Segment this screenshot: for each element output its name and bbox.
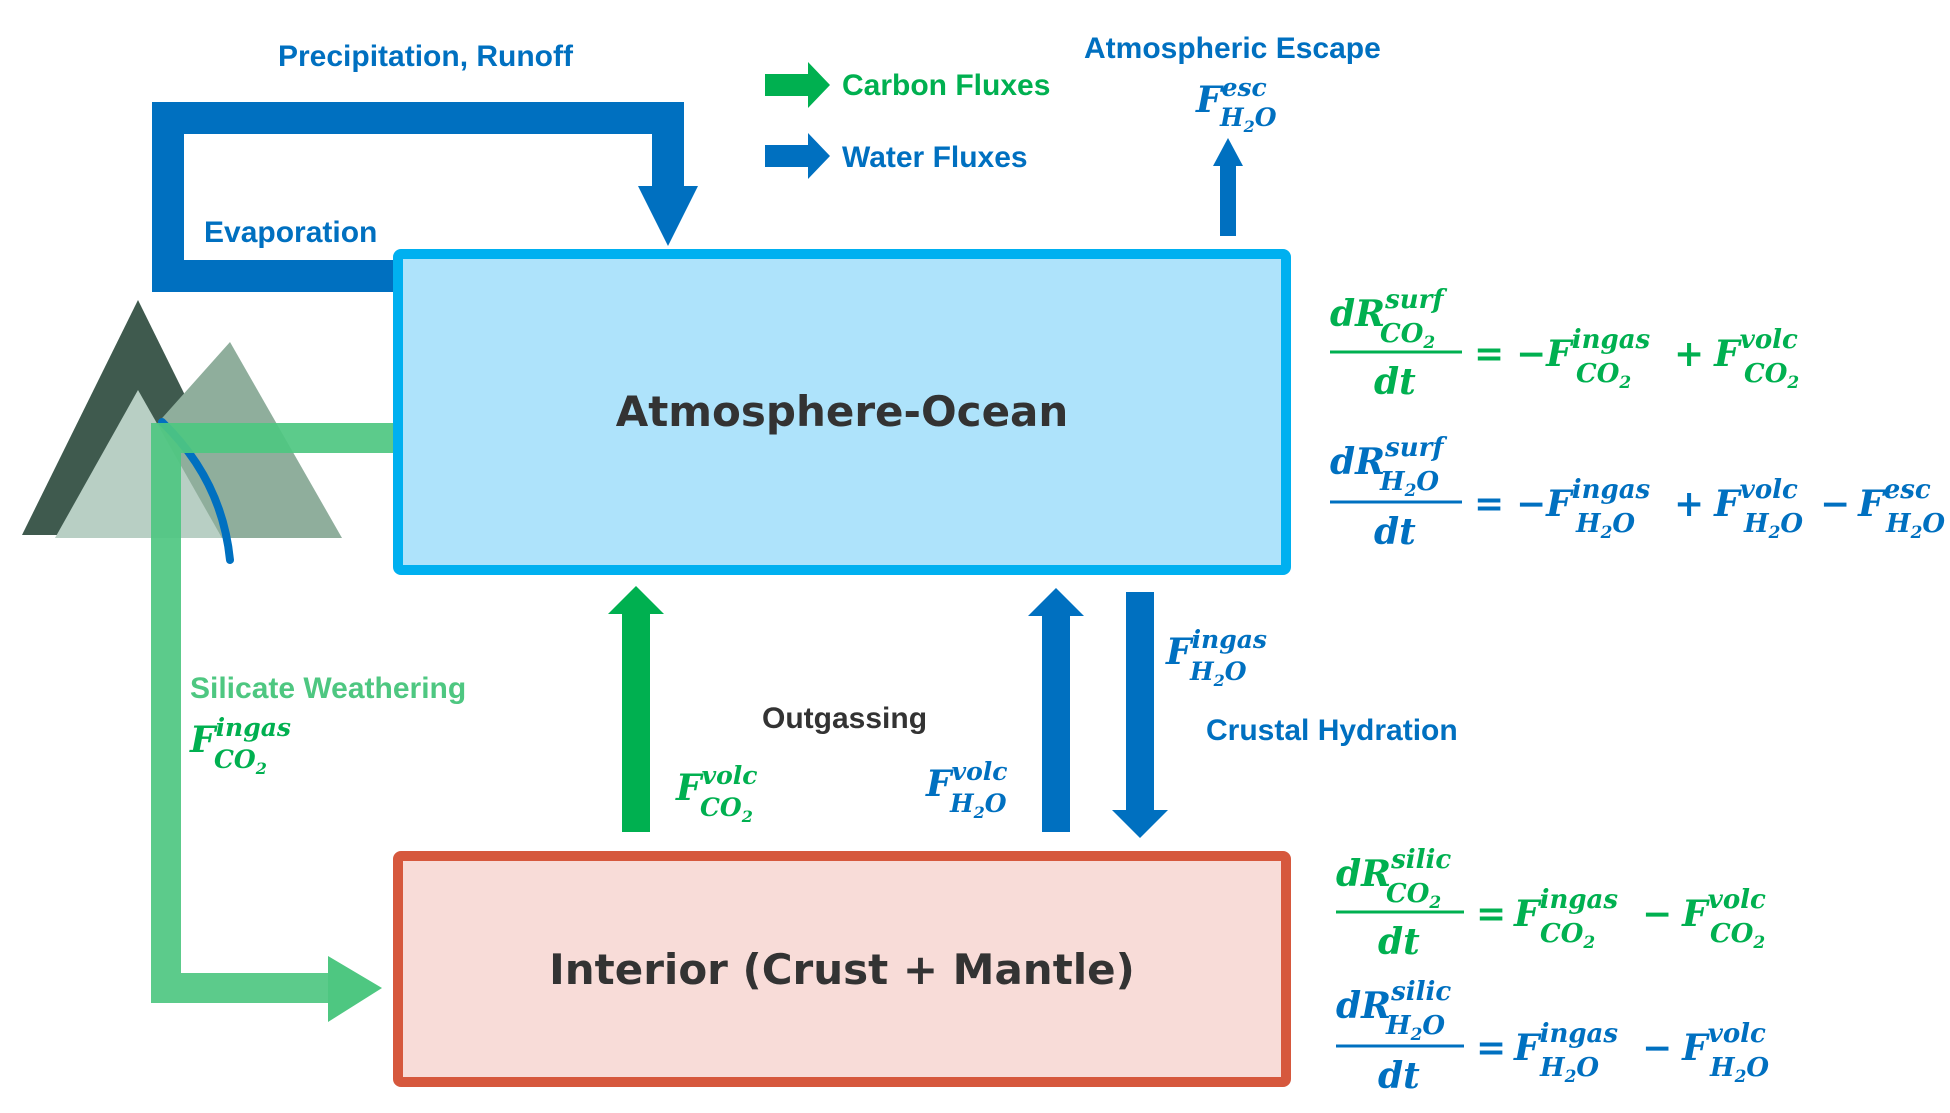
svg-text:dt: dt [1374,361,1416,403]
svg-text:dt: dt [1378,1055,1420,1097]
evaporation-label: Evaporation [204,216,377,249]
escape-arrow-shaft [1220,160,1236,236]
co2-outgassing-arrow-shaft [622,610,650,832]
interior-box [393,851,1291,1087]
silicate-weathering-label: Silicate Weathering [190,672,466,705]
svg-text:dt: dt [1374,511,1416,553]
h2o-outgassing-arrowhead [1028,588,1084,616]
h2o-outgassing-arrow-shaft [1042,612,1070,832]
interior-title: Interior (Crust + Mantle) [549,945,1135,994]
atmosphere-ocean-title: Atmosphere-Ocean [616,387,1069,436]
crustal-hydration-arrowhead [1112,810,1168,838]
svg-text:=: = [1474,333,1504,375]
carbon-fluxes-legend-label: Carbon Fluxes [842,69,1050,102]
crustal-hydration-arrow-shaft [1126,592,1154,814]
atmosphere-ocean-box [393,249,1291,575]
crustal-hydration-label: Crustal Hydration [1206,714,1458,747]
co2-outgassing-arrowhead [608,586,664,614]
silicate-weathering-arrow [151,423,400,1003]
precipitation-runoff-label: Precipitation, Runoff [278,40,574,73]
svg-text:=: = [1476,1027,1506,1069]
atmospheric-escape-label: Atmospheric Escape [1084,32,1381,65]
water-fluxes-legend-label: Water Fluxes [842,141,1028,174]
water-legend-arrow [765,133,830,179]
escape-arrowhead [1213,138,1243,166]
precipitation-arrowhead [638,186,698,246]
legend: Carbon Fluxes Water Fluxes [765,62,1050,179]
svg-text:=: = [1474,483,1504,525]
evaporation-loop-arrow [152,102,684,292]
svg-text:dt: dt [1378,921,1420,963]
outgassing-label: Outgassing [762,702,927,735]
svg-text:=: = [1476,893,1506,935]
carbon-legend-arrow [765,62,830,108]
silicate-weathering-arrowhead [328,956,382,1022]
